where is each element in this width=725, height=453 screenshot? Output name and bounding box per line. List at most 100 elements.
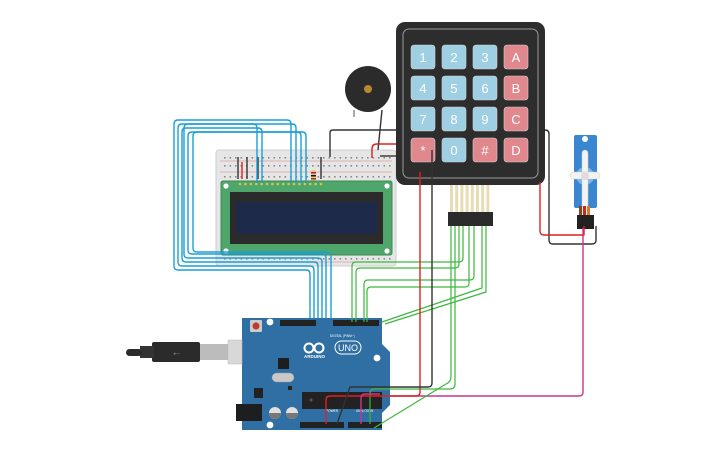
keypad-key-#[interactable]: # xyxy=(472,137,498,163)
keypad-key-*[interactable]: * xyxy=(410,137,436,163)
breadboard-hole[interactable] xyxy=(284,165,287,167)
breadboard-hole[interactable] xyxy=(301,258,303,260)
breadboard-hole[interactable] xyxy=(323,165,325,167)
keypad-key-D[interactable]: D xyxy=(503,137,529,163)
breadboard-hole[interactable] xyxy=(251,258,254,260)
breadboard-hole[interactable] xyxy=(339,176,342,178)
breadboard-hole[interactable] xyxy=(279,258,281,260)
breadboard-hole[interactable] xyxy=(235,258,237,260)
breadboard-hole[interactable] xyxy=(224,258,226,260)
breadboard-hole[interactable] xyxy=(251,176,254,178)
lcd-pin[interactable] xyxy=(287,182,290,186)
breadboard-hole[interactable] xyxy=(235,165,237,167)
breadboard-hole[interactable] xyxy=(372,157,375,159)
keypad-key-7[interactable]: 7 xyxy=(410,106,436,132)
breadboard-hole[interactable] xyxy=(345,258,347,260)
breadboard-hole[interactable] xyxy=(328,165,331,167)
breadboard-hole[interactable] xyxy=(273,258,276,260)
arduino-uno[interactable]: DIGITAL (PWM~) ARDUINO UNO POWER ANALOG … xyxy=(236,318,390,430)
lcd-pin[interactable] xyxy=(292,182,296,186)
breadboard-hole[interactable] xyxy=(389,176,391,178)
breadboard-hole[interactable] xyxy=(273,176,276,178)
keypad-key-5[interactable]: 5 xyxy=(441,75,467,101)
breadboard-hole[interactable] xyxy=(323,176,325,178)
breadboard-hole[interactable] xyxy=(383,176,386,178)
breadboard-hole[interactable] xyxy=(262,165,265,167)
keypad-key-0[interactable]: 0 xyxy=(441,137,467,163)
breadboard-hole[interactable] xyxy=(273,157,276,159)
breadboard-hole[interactable] xyxy=(224,165,226,167)
breadboard-hole[interactable] xyxy=(350,258,353,260)
keypad-key-C[interactable]: C xyxy=(503,106,529,132)
breadboard-hole[interactable] xyxy=(367,176,369,178)
lcd-pin[interactable] xyxy=(265,182,269,186)
breadboard-hole[interactable] xyxy=(389,165,391,167)
breadboard-hole[interactable] xyxy=(317,165,320,167)
breadboard-hole[interactable] xyxy=(367,258,369,260)
breadboard-hole[interactable] xyxy=(268,176,270,178)
breadboard-hole[interactable] xyxy=(306,157,309,159)
breadboard-hole[interactable] xyxy=(312,258,314,260)
keypad-key-3[interactable]: 3 xyxy=(472,44,498,70)
breadboard-hole[interactable] xyxy=(334,157,336,159)
breadboard-hole[interactable] xyxy=(339,157,342,159)
breadboard-hole[interactable] xyxy=(229,176,232,178)
servo-motor[interactable] xyxy=(569,135,601,229)
breadboard-hole[interactable] xyxy=(317,176,320,178)
breadboard-hole[interactable] xyxy=(317,157,320,159)
lcd-pin[interactable] xyxy=(238,182,242,186)
reset-button[interactable] xyxy=(252,322,260,330)
breadboard-hole[interactable] xyxy=(323,258,325,260)
lcd-pin[interactable] xyxy=(319,182,323,186)
breadboard-hole[interactable] xyxy=(372,165,375,167)
breadboard-hole[interactable] xyxy=(367,157,369,159)
breadboard-hole[interactable] xyxy=(383,157,386,159)
breadboard-hole[interactable] xyxy=(334,176,336,178)
breadboard-hole[interactable] xyxy=(262,258,265,260)
lcd-pin[interactable] xyxy=(260,182,263,186)
lcd-pin[interactable] xyxy=(271,182,274,186)
breadboard-hole[interactable] xyxy=(301,157,303,159)
keypad-key-B[interactable]: B xyxy=(503,75,529,101)
breadboard-hole[interactable] xyxy=(367,165,369,167)
keypad-key-6[interactable]: 6 xyxy=(472,75,498,101)
breadboard-hole[interactable] xyxy=(378,258,380,260)
breadboard-hole[interactable] xyxy=(290,258,292,260)
breadboard-hole[interactable] xyxy=(306,258,309,260)
breadboard-hole[interactable] xyxy=(262,176,265,178)
breadboard-hole[interactable] xyxy=(306,176,309,178)
breadboard-hole[interactable] xyxy=(323,157,325,159)
breadboard-hole[interactable] xyxy=(378,157,380,159)
keypad-key-4[interactable]: 4 xyxy=(410,75,436,101)
lcd-pin[interactable] xyxy=(249,182,253,186)
breadboard-hole[interactable] xyxy=(334,258,336,260)
keypad-key-2[interactable]: 2 xyxy=(441,44,467,70)
breadboard-hole[interactable] xyxy=(328,157,331,159)
breadboard-hole[interactable] xyxy=(383,258,386,260)
breadboard-hole[interactable] xyxy=(328,176,331,178)
breadboard-hole[interactable] xyxy=(372,258,375,260)
breadboard-hole[interactable] xyxy=(284,258,287,260)
breadboard-hole[interactable] xyxy=(229,258,232,260)
breadboard-hole[interactable] xyxy=(240,157,243,159)
breadboard-hole[interactable] xyxy=(312,157,314,159)
breadboard-hole[interactable] xyxy=(356,176,358,178)
breadboard-hole[interactable] xyxy=(350,165,353,167)
breadboard-hole[interactable] xyxy=(350,157,353,159)
breadboard-hole[interactable] xyxy=(334,165,336,167)
breadboard-hole[interactable] xyxy=(262,157,265,159)
breadboard-hole[interactable] xyxy=(268,165,270,167)
breadboard-hole[interactable] xyxy=(378,176,380,178)
breadboard-hole[interactable] xyxy=(361,157,364,159)
breadboard-hole[interactable] xyxy=(339,165,342,167)
breadboard-hole[interactable] xyxy=(229,165,232,167)
breadboard-hole[interactable] xyxy=(284,176,287,178)
servo-horn-vertical[interactable] xyxy=(581,149,589,216)
breadboard-hole[interactable] xyxy=(312,165,314,167)
breadboard-hole[interactable] xyxy=(345,165,347,167)
breadboard-hole[interactable] xyxy=(356,165,358,167)
breadboard-hole[interactable] xyxy=(306,165,309,167)
usb-cable[interactable]: ⭠ xyxy=(126,339,243,365)
lcd-pin[interactable] xyxy=(254,182,258,186)
lcd-pin[interactable] xyxy=(281,182,285,186)
